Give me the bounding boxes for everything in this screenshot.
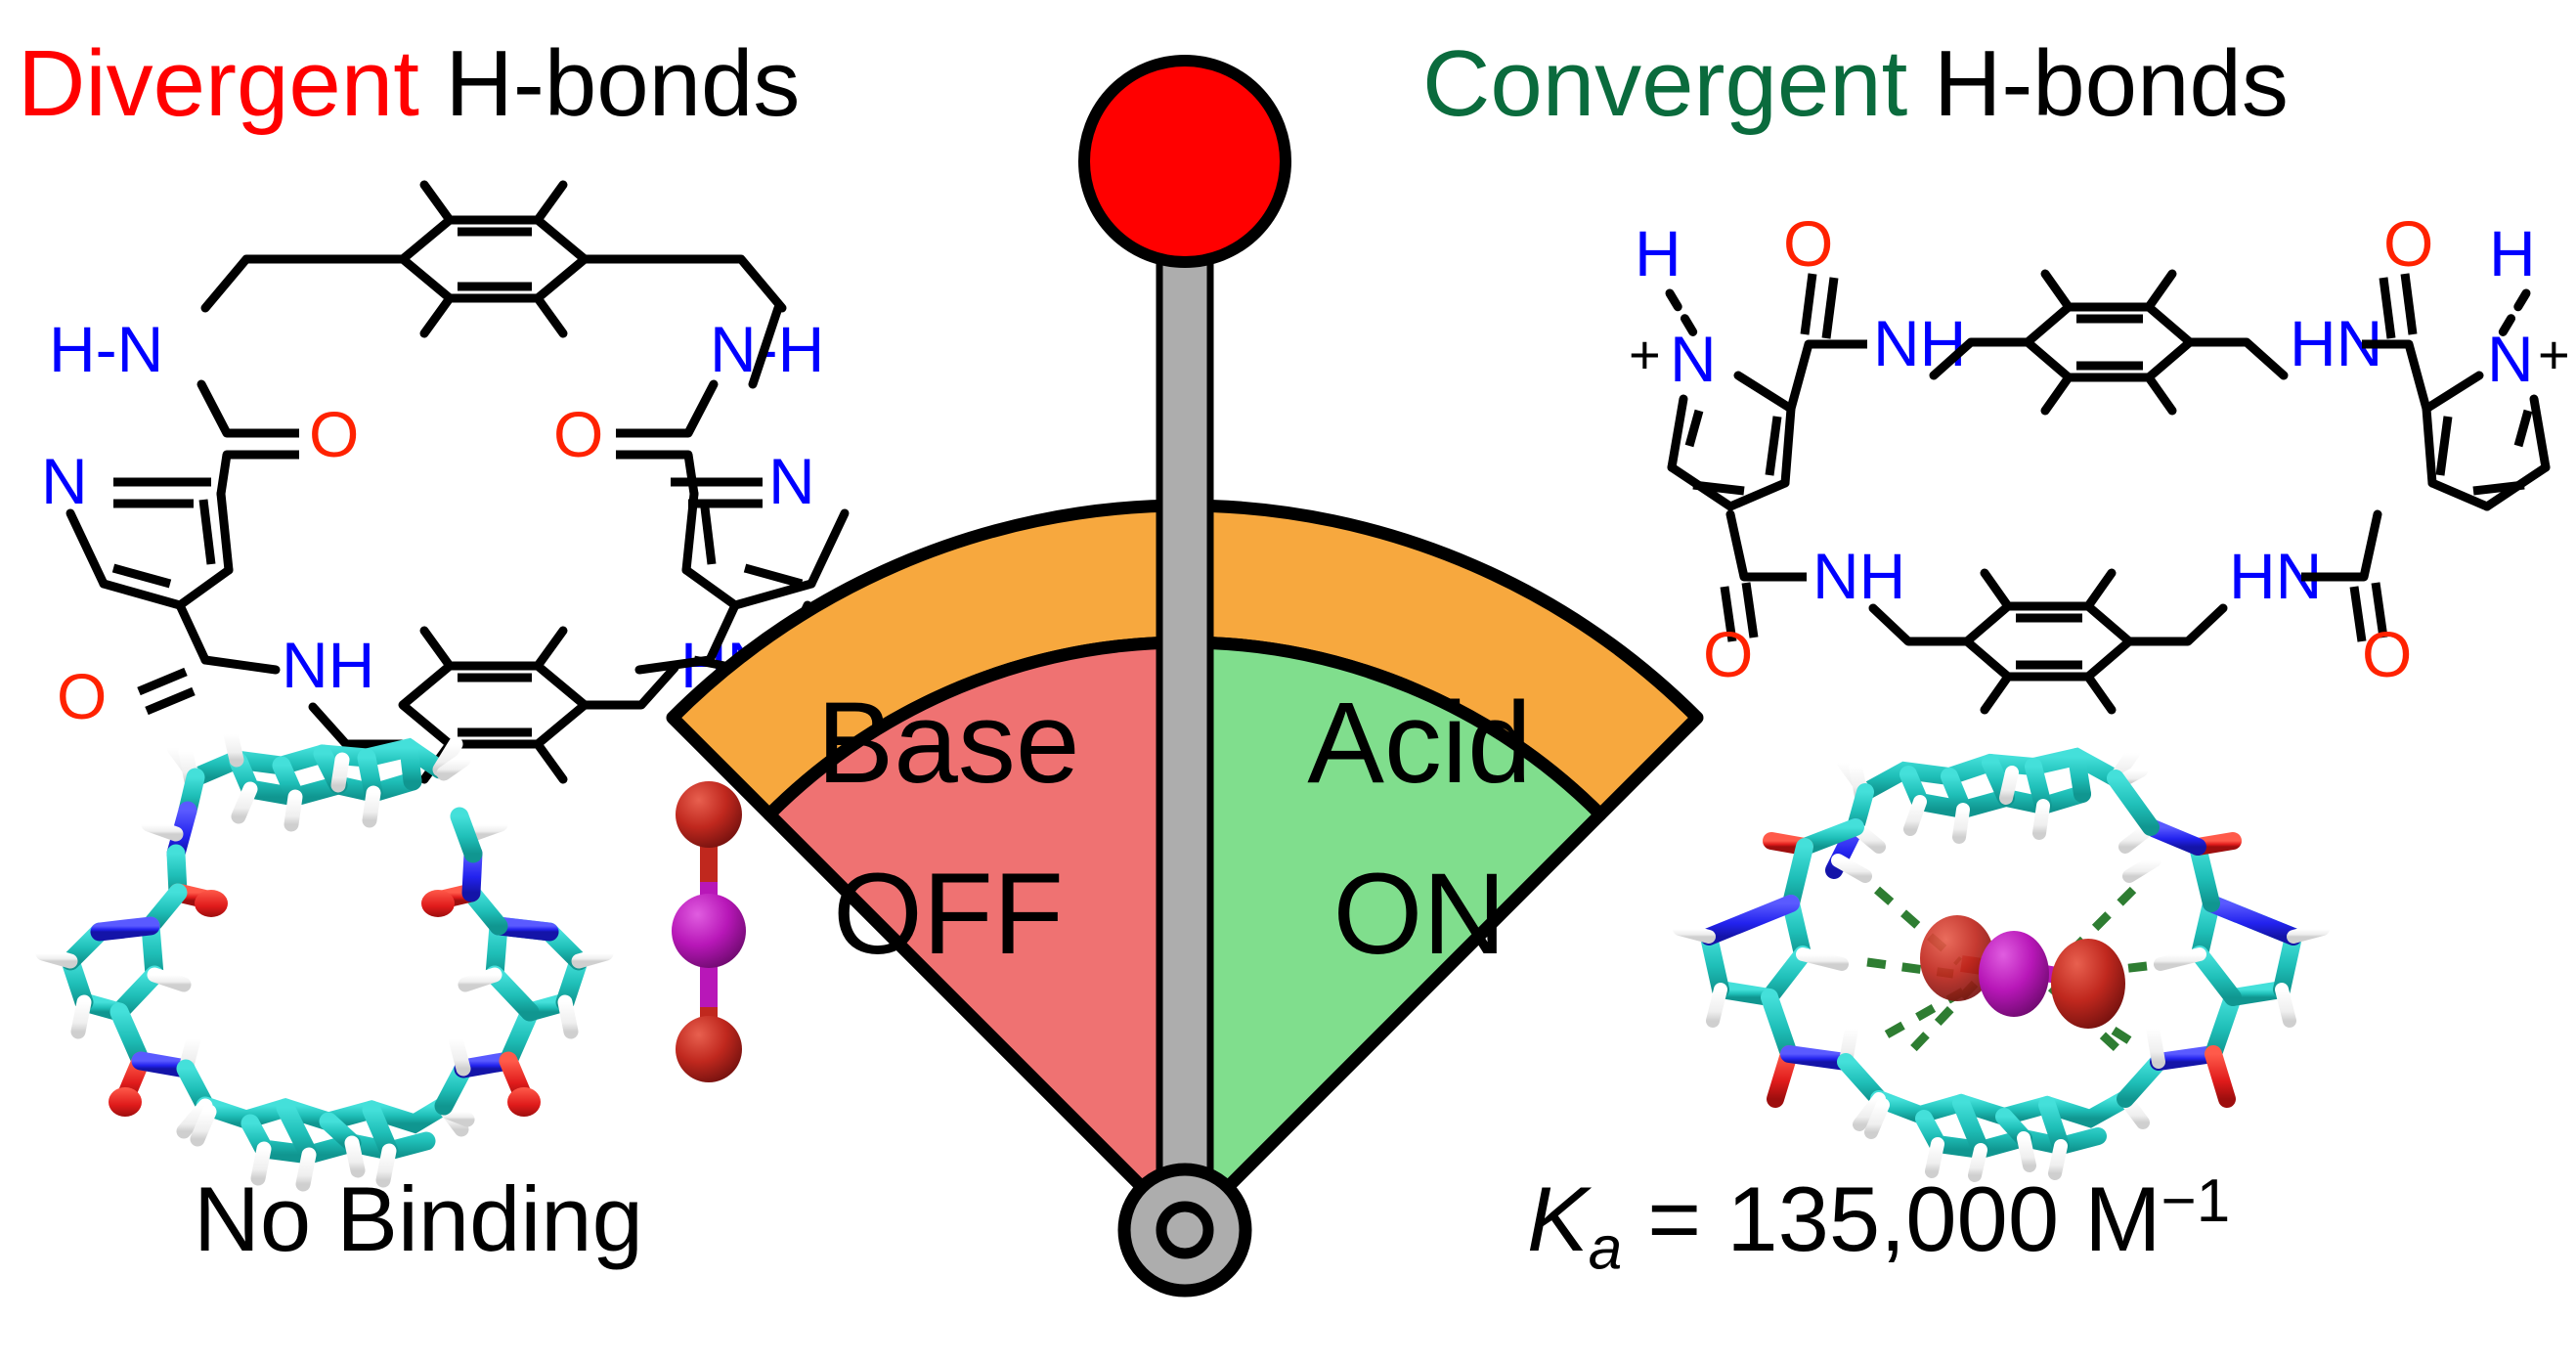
label-right-struct-h-right: H xyxy=(2489,217,2536,289)
divergent-macrocycle-lewis-structure: H-N O N O NH xyxy=(20,180,821,784)
caption-right-subscript: a xyxy=(1588,1214,1623,1283)
label-right-struct-o-topleft: O xyxy=(1783,207,1833,280)
gauge-needle-shaft[interactable] xyxy=(1156,153,1214,1241)
anion-terminal-bottom xyxy=(676,1016,742,1082)
gauge-label-acid: Acid xyxy=(1307,679,1532,808)
caption-right-value: 135,000 M xyxy=(1726,1166,2161,1270)
caption-left: No Binding xyxy=(194,1167,643,1270)
bound-anion-center xyxy=(1979,931,2049,1017)
heading-right-emphasis: Convergent xyxy=(1422,31,1908,136)
gauge-label-off: OFF xyxy=(833,850,1064,979)
caption-right: Ka = 135,000 M−1 xyxy=(1527,1171,2230,1279)
gauge-sector-base-off[interactable] xyxy=(763,636,1192,1237)
unbound-macrocycle-3d-model xyxy=(35,726,614,1192)
label-left-hn-top: H-N xyxy=(49,313,163,385)
heading-left-emphasis: Divergent xyxy=(18,31,419,136)
gauge-label-base: Base xyxy=(817,679,1080,808)
heading-left-rest: H-bonds xyxy=(418,31,801,136)
heading-right: Convergent H-bonds xyxy=(1422,37,2289,131)
label-right-struct-o-botright: O xyxy=(2362,618,2412,690)
label-right-struct-plus-right: + xyxy=(2538,324,2570,385)
caption-right-exponent: −1 xyxy=(2161,1167,2231,1235)
label-right-struct-npyridinium-left: N xyxy=(1670,323,1717,395)
label-right-struct-plus-left: + xyxy=(1629,324,1661,385)
host-guest-complex-3d-model xyxy=(1673,746,2330,1182)
label-right-pyridine-n: N xyxy=(768,445,815,517)
triatomic-anion-3d-model xyxy=(672,781,746,1082)
convergent-macrocycle-lower-half: O NH HN O xyxy=(1623,460,2542,753)
heading-left: Divergent H-bonds xyxy=(18,37,800,131)
label-right-struct-o-botleft: O xyxy=(1703,618,1753,690)
anion-center xyxy=(672,894,746,968)
label-right-struct-h-left: H xyxy=(1635,217,1681,289)
anion-terminal-top xyxy=(676,781,742,848)
bound-anion-terminal-right xyxy=(2051,939,2125,1029)
bound-anion-terminal-left xyxy=(1920,915,1994,1001)
label-right-o-top: O xyxy=(553,398,603,470)
label-right-struct-npyridinium-right: N xyxy=(2487,323,2534,395)
gauge-sector-acid-on[interactable] xyxy=(1178,636,1607,1237)
gauge-needle-knob[interactable] xyxy=(1078,55,1291,268)
label-right-struct-o-topright: O xyxy=(2383,207,2433,280)
gauge-label-on: ON xyxy=(1333,850,1506,979)
gauge-pivot-center xyxy=(1156,1201,1214,1259)
label-left-pyridine-n: N xyxy=(41,445,88,517)
label-right-struct-nh-topleft: NH xyxy=(1873,307,1966,379)
label-left-o-bottom: O xyxy=(57,660,107,732)
caption-right-symbol: K xyxy=(1527,1166,1589,1270)
caption-right-equals: = xyxy=(1622,1166,1727,1270)
label-right-struct-nh-botleft: NH xyxy=(1812,540,1905,612)
label-left-o-top: O xyxy=(309,398,359,470)
heading-right-rest: H-bonds xyxy=(1907,31,2289,136)
label-left-nh-bottom: NH xyxy=(282,629,374,701)
convergent-macrocycle-lewis-structure: H + N O NH HN xyxy=(1623,207,2570,677)
